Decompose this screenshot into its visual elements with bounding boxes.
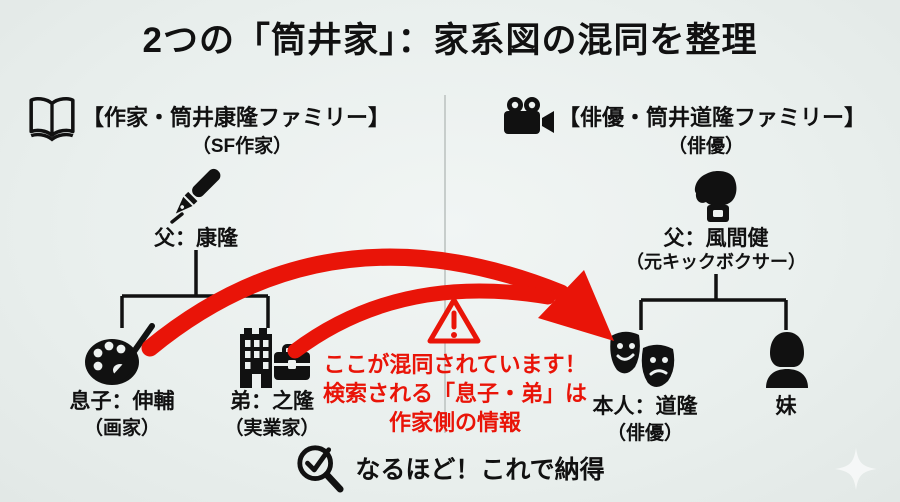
left-family-header: 【作家・筒井康隆ファミリー】 <box>82 105 391 130</box>
right-child1-label: 本人：道隆 <box>592 395 698 418</box>
theater-masks-icon <box>610 331 675 388</box>
right-tree-lines <box>639 274 788 330</box>
left-child1-sublabel: （画家） <box>83 418 160 439</box>
left-tree-lines <box>120 250 270 328</box>
left-child2-label: 弟：之隆 <box>230 390 314 413</box>
left-family-subheader: （SF作家） <box>191 136 293 157</box>
boxing-glove-icon <box>694 170 737 222</box>
video-camera-icon <box>504 97 554 134</box>
page-title: 2つの「筒井家」：家系図の混同を整理 <box>142 21 758 60</box>
right-father-sublabel: （元キックボクサー） <box>626 252 806 272</box>
left-father-label: 父：康隆 <box>154 227 238 250</box>
palette-icon <box>85 323 155 385</box>
warning-line-3: 作家側の情報 <box>388 410 521 435</box>
right-family-subheader: （俳優） <box>667 136 744 157</box>
right-child2-label: 妹 <box>775 395 797 418</box>
left-child2-sublabel: （実業家） <box>224 418 320 439</box>
footer-label: なるほど！これで納得 <box>355 456 605 484</box>
pen-icon <box>170 168 221 224</box>
warning-triangle-icon <box>427 297 481 344</box>
warning-line-1: ここが混同されています！ <box>323 352 587 377</box>
right-family-header: 【俳優・筒井道隆ファミリー】 <box>558 105 867 130</box>
right-child1-sublabel: （俳優） <box>606 423 683 444</box>
sparkle-icon <box>835 448 877 490</box>
book-icon <box>29 96 75 142</box>
warning-line-2: 検索される「息子・弟」は <box>322 381 587 406</box>
right-father-label: 父：風間健 <box>663 227 769 250</box>
building-briefcase-icon <box>240 328 310 388</box>
check-magnifier-icon <box>297 445 344 493</box>
left-child1-label: 息子：伸輔 <box>69 390 175 413</box>
female-person-icon <box>766 332 808 388</box>
footer-note: なるほど！これで納得 <box>0 443 900 493</box>
